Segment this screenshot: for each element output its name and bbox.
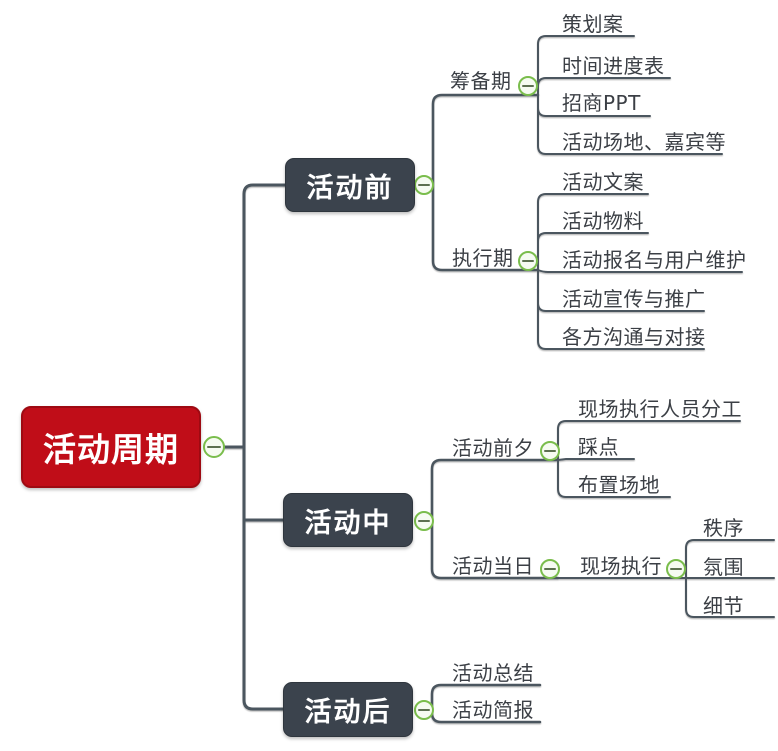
minus-circle-icon[interactable] [414, 700, 434, 720]
wire-leaf [537, 232, 649, 271]
wire-leaf [557, 459, 671, 498]
leaf-topic[interactable]: 布置场地 [578, 473, 660, 497]
wire-leaf [685, 577, 775, 618]
leaf-topic[interactable]: 时间进度表 [562, 54, 665, 78]
wire-leaf [537, 269, 743, 273]
wire-leaf [537, 193, 649, 271]
leaf-topic[interactable]: 活动宣传与推广 [562, 287, 706, 311]
wire-leaf [557, 458, 635, 461]
minus-circle-icon[interactable] [414, 175, 434, 195]
subtopic-execution-phase[interactable]: 执行期 [452, 246, 514, 270]
branch-topic-post-event[interactable]: 活动后 [283, 682, 413, 737]
branch-topic-pre-event[interactable]: 活动前 [285, 158, 415, 212]
leaf-topic[interactable]: 活动文案 [562, 170, 644, 194]
minus-circle-icon[interactable] [540, 559, 560, 579]
leaf-topic[interactable]: 细节 [703, 594, 744, 618]
minus-circle-icon[interactable] [540, 441, 560, 461]
subtopic-event-eve[interactable]: 活动前夕 [452, 436, 534, 460]
leaf-topic[interactable]: 现场执行人员分工 [578, 397, 742, 421]
minus-circle-icon[interactable] [518, 251, 538, 271]
wire-branch1 [431, 93, 540, 272]
leaf-topic[interactable]: 活动场地、嘉宾等 [562, 130, 726, 154]
wire-leaf [537, 269, 705, 350]
leaf-topic[interactable]: 活动总结 [452, 661, 534, 685]
leaf-topic[interactable]: 氛围 [703, 555, 744, 579]
leaf-topic[interactable]: 活动物料 [562, 209, 644, 233]
leaf-topic[interactable]: 活动简报 [452, 698, 534, 722]
wire-branch3 [430, 683, 542, 724]
wire-leaf [685, 539, 775, 579]
wire-leaf [537, 35, 635, 96]
leaf-topic[interactable]: 各方沟通与对接 [562, 325, 706, 349]
collapse-icons [203, 76, 686, 720]
branch-topic-during-event[interactable]: 活动中 [283, 493, 413, 547]
wire-leaf [537, 77, 671, 96]
leaf-topic[interactable]: 秩序 [703, 516, 744, 540]
wire-leaf [557, 420, 741, 461]
minus-circle-icon[interactable] [518, 76, 538, 96]
subtopic-event-day[interactable]: 活动当日 [452, 554, 534, 578]
minus-circle-icon[interactable] [414, 511, 434, 531]
subtopic-onsite-execution[interactable]: 现场执行 [580, 554, 662, 578]
wire-leaf [537, 94, 723, 155]
minus-circle-icon[interactable] [203, 436, 225, 458]
wire-trunk [242, 183, 287, 711]
leaf-topic[interactable]: 活动报名与用户维护 [562, 248, 747, 272]
root-topic[interactable]: 活动周期 [21, 406, 201, 488]
leaf-topic[interactable]: 招商PPT [562, 91, 641, 115]
leaf-topic[interactable]: 踩点 [578, 435, 619, 459]
minus-circle-icon[interactable] [666, 559, 686, 579]
leaf-topic[interactable]: 策划案 [562, 12, 624, 36]
subtopic-preparation-phase[interactable]: 筹备期 [450, 69, 512, 93]
